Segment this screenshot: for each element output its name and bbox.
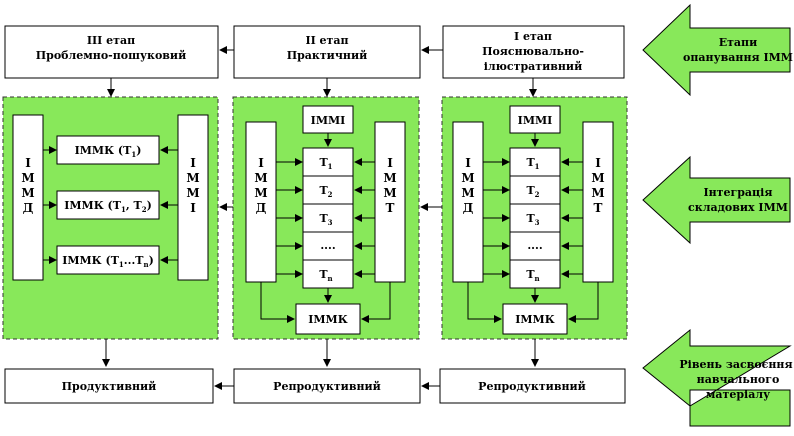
svg-text:Т2: Т2 <box>319 184 332 199</box>
side-arrow-stages: Етапи опанування ІММ <box>642 3 793 97</box>
svg-text:ІММК: ІММК <box>515 313 555 326</box>
svg-text:І: І <box>258 156 264 170</box>
svg-text:ІММК (Т1, Т2): ІММК (Т1, Т2) <box>64 199 152 214</box>
stage-1-box: I етап Пояснювально- ілюстративний <box>442 25 625 79</box>
svg-text:I етап: I етап <box>514 30 552 43</box>
svg-text:Тn: Тn <box>526 268 539 283</box>
block2-topics-stack: Т1 Т2 Т3 .... Тn <box>302 147 354 289</box>
level-productive-box: Продуктивний <box>4 368 214 404</box>
svg-text:Рівень засвоєння: Рівень засвоєння <box>679 358 792 371</box>
svg-text:Проблемно-пошуковий: Проблемно-пошуковий <box>36 49 187 62</box>
svg-text:М: М <box>21 186 34 200</box>
svg-text:складових ІММ: складових ІММ <box>688 201 788 214</box>
svg-text:Д: Д <box>463 201 474 215</box>
svg-text:III етап: III етап <box>87 34 135 47</box>
block3-immk-2: ІММК (Т1, Т2) <box>56 190 160 220</box>
svg-text:....: .... <box>527 239 542 252</box>
svg-text:Т1: Т1 <box>319 156 332 171</box>
stage-3-box: III етап Проблемно-пошуковий <box>4 25 219 79</box>
svg-text:М: М <box>21 171 34 185</box>
block3-immd-column: І М М Д <box>12 114 44 281</box>
svg-text:М: М <box>461 186 474 200</box>
svg-text:ІММК (Т1): ІММК (Т1) <box>75 144 142 159</box>
svg-text:Практичний: Практичний <box>287 49 368 62</box>
svg-text:Інтеграція: Інтеграція <box>703 186 772 199</box>
svg-text:ІММК (Т1...Тn): ІММК (Т1...Тn) <box>62 254 154 269</box>
level-reproductive-middle-box: Репродуктивний <box>233 368 421 404</box>
block1-immt-column: І М М Т <box>582 121 614 283</box>
svg-text:Етапи: Етапи <box>719 36 758 49</box>
block2-immt-column: І М М Т <box>374 121 406 283</box>
block3-immk-1: ІММК (Т1) <box>56 135 160 165</box>
block2-immi-box: ІММІ <box>302 105 354 134</box>
block1-immd-column: І М М Д <box>452 121 484 283</box>
svg-text:І: І <box>25 156 31 170</box>
svg-text:опанування ІММ: опанування ІММ <box>683 51 793 64</box>
svg-text:М: М <box>461 171 474 185</box>
svg-text:І: І <box>190 156 196 170</box>
side-arrow-level: Рівень засвоєння навчального матеріалу <box>642 328 793 427</box>
svg-text:Т3: Т3 <box>319 212 332 227</box>
svg-text:ілюстративний: ілюстративний <box>484 60 583 73</box>
svg-text:І: І <box>190 201 196 215</box>
svg-text:М: М <box>186 186 199 200</box>
svg-text:Д: Д <box>256 201 267 215</box>
svg-text:Т: Т <box>594 201 603 215</box>
svg-text:ІММІ: ІММІ <box>311 114 346 127</box>
side-arrow-integration: Інтеграція складових ІММ <box>642 155 791 245</box>
svg-text:М: М <box>254 186 267 200</box>
block1-immi-box: ІММІ <box>509 105 561 134</box>
svg-text:II етап: II етап <box>305 34 348 47</box>
svg-text:М: М <box>383 171 396 185</box>
block2-immk-box: ІММК <box>295 303 361 335</box>
stage-2-box: II етап Практичний <box>233 25 421 79</box>
svg-text:навчального: навчального <box>697 373 780 386</box>
svg-text:І: І <box>595 156 601 170</box>
svg-text:ІММК: ІММК <box>308 313 348 326</box>
block2-immd-column: І М М Д <box>245 121 277 283</box>
svg-text:Т: Т <box>386 201 395 215</box>
svg-text:Пояснювально-: Пояснювально- <box>482 45 584 58</box>
svg-text:М: М <box>591 186 604 200</box>
block1-immk-box: ІММК <box>502 303 568 335</box>
svg-text:Д: Д <box>23 201 34 215</box>
svg-text:....: .... <box>320 239 335 252</box>
svg-text:І: І <box>465 156 471 170</box>
block3-immi-column: І М М І <box>177 114 209 281</box>
svg-text:Продуктивний: Продуктивний <box>62 380 157 393</box>
svg-text:Репродуктивний: Репродуктивний <box>478 380 586 393</box>
svg-text:Т3: Т3 <box>526 212 539 227</box>
svg-text:М: М <box>591 171 604 185</box>
level-reproductive-right-box: Репродуктивний <box>439 368 626 404</box>
svg-text:Т1: Т1 <box>526 156 539 171</box>
svg-text:І: І <box>387 156 393 170</box>
svg-text:ІММІ: ІММІ <box>518 114 553 127</box>
svg-text:Репродуктивний: Репродуктивний <box>273 380 381 393</box>
svg-text:М: М <box>186 171 199 185</box>
block3-immk-3: ІММК (Т1...Тn) <box>56 245 160 275</box>
svg-text:Тn: Тn <box>319 268 332 283</box>
block1-topics-stack: Т1 Т2 Т3 .... Тn <box>509 147 561 289</box>
svg-text:М: М <box>254 171 267 185</box>
svg-text:М: М <box>383 186 396 200</box>
svg-text:матеріалу: матеріалу <box>706 388 770 401</box>
svg-text:Т2: Т2 <box>526 184 539 199</box>
